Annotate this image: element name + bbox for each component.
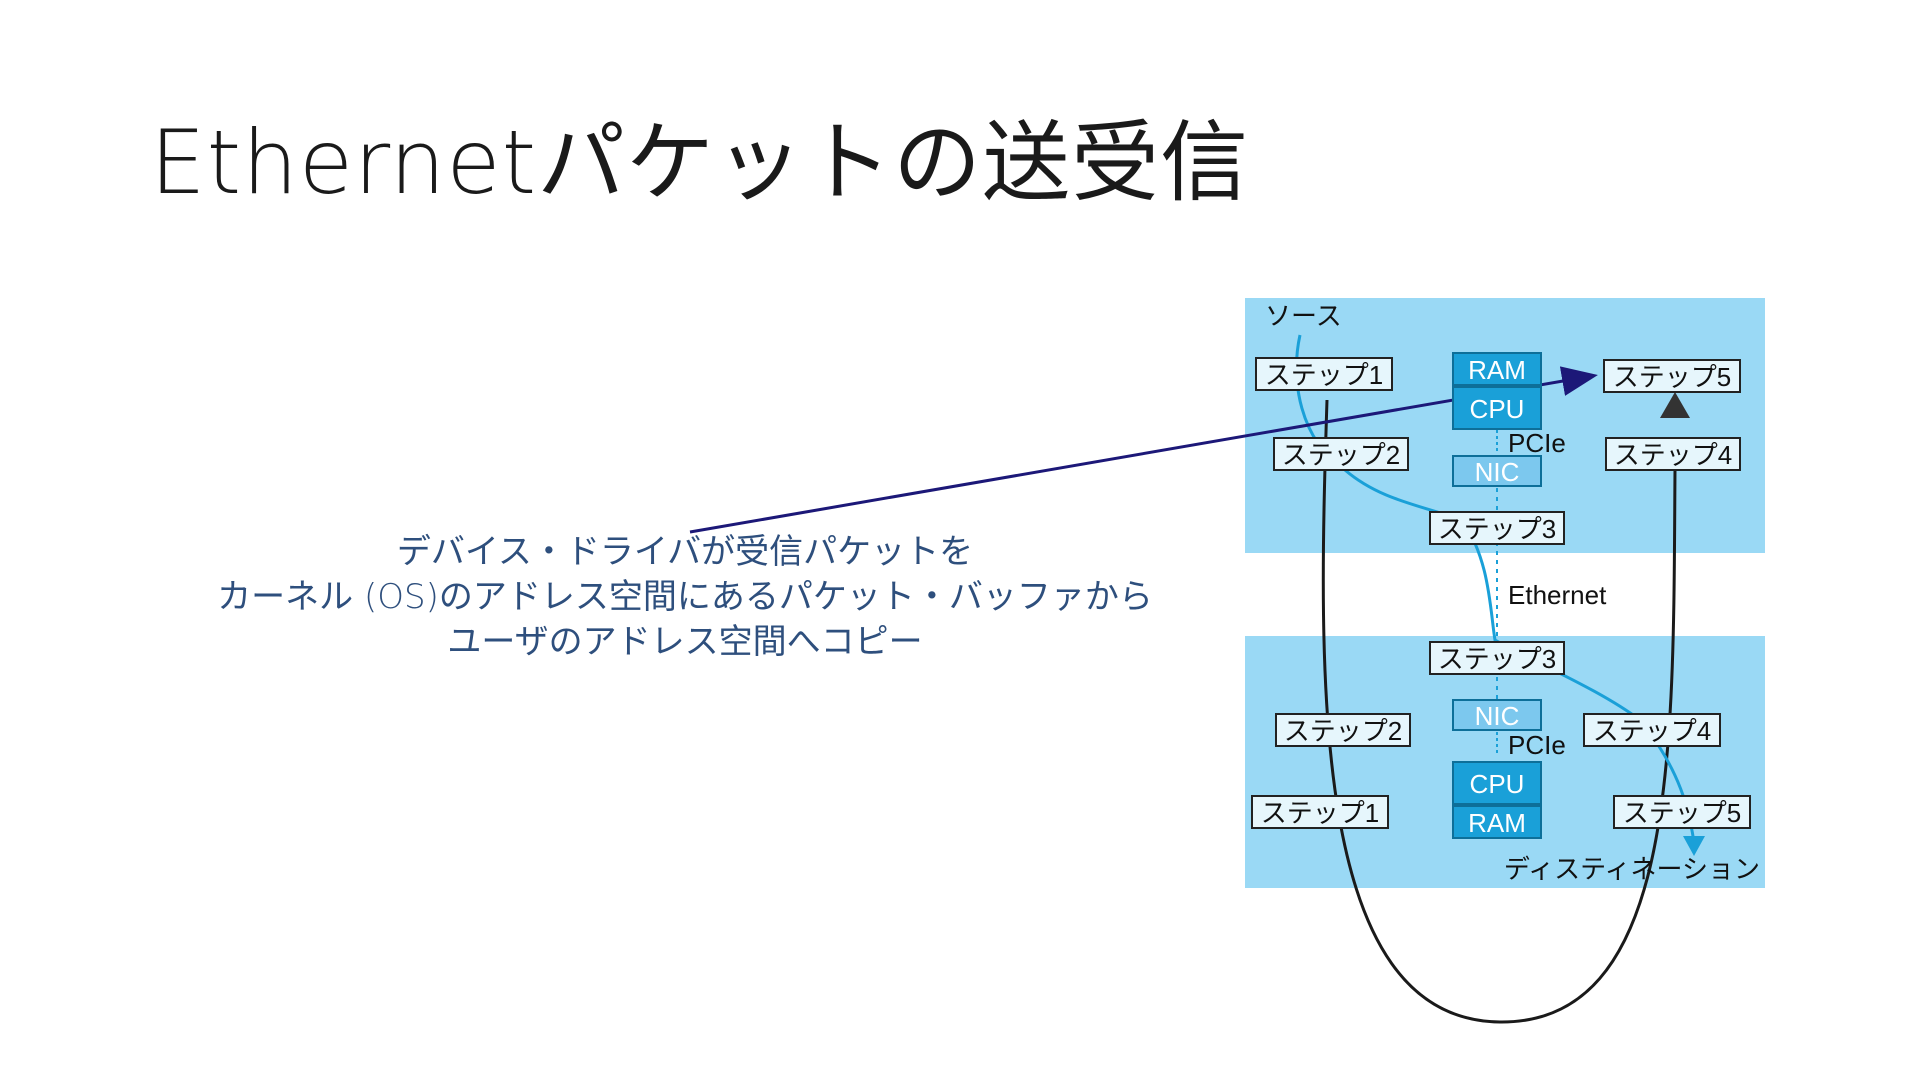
source-step4-label: ステップ4 bbox=[1614, 440, 1732, 470]
source-pcie-label: PCIe bbox=[1508, 428, 1566, 458]
source-step4-box bbox=[1605, 437, 1741, 471]
callout-line-2: カーネル (OS)のアドレス空間にあるパケット・バッファから bbox=[217, 577, 1153, 617]
flow-arrowhead bbox=[1683, 836, 1705, 856]
callout-line-1: デバイス・ドライバが受信パケットを bbox=[396, 532, 974, 572]
destination-step3-label: ステップ3 bbox=[1438, 644, 1556, 674]
destination-step5-box bbox=[1613, 795, 1751, 829]
source-step5-box bbox=[1603, 359, 1741, 393]
destination-cpu-label: CPU bbox=[1470, 769, 1525, 799]
source-step2-label: ステップ2 bbox=[1282, 440, 1400, 470]
source-step3-label: ステップ3 bbox=[1438, 514, 1556, 544]
source-step3-box bbox=[1429, 511, 1565, 545]
source-ram-label: RAM bbox=[1468, 355, 1526, 385]
ethernet-label: Ethernet bbox=[1508, 580, 1607, 610]
callout-text: デバイス・ドライバが受信パケットを カーネル (OS)のアドレス空間にあるパケッ… bbox=[150, 530, 1220, 665]
source-ram-box bbox=[1452, 352, 1542, 386]
destination-ram-box bbox=[1452, 805, 1542, 839]
source-step1-label: ステップ1 bbox=[1265, 360, 1383, 390]
source-nic-label: NIC bbox=[1475, 457, 1520, 487]
source-nic-box bbox=[1452, 455, 1542, 487]
destination-cpu-box bbox=[1452, 761, 1542, 805]
destination-step4-label: ステップ4 bbox=[1593, 716, 1711, 746]
destination-step2-box bbox=[1275, 713, 1411, 747]
source-step1-box bbox=[1255, 357, 1393, 391]
loop-arrowhead bbox=[1660, 392, 1690, 418]
callout-line-3: ユーザのアドレス空間へコピー bbox=[447, 622, 923, 662]
source-step5-label: ステップ5 bbox=[1613, 362, 1731, 392]
destination-pcie-label: PCIe bbox=[1508, 730, 1566, 760]
destination-label: ディスティネーション bbox=[1504, 854, 1760, 884]
destination-step4-box bbox=[1583, 713, 1721, 747]
source-cpu-label: CPU bbox=[1470, 394, 1525, 424]
destination-ram-label: RAM bbox=[1468, 808, 1526, 838]
destination-nic-box bbox=[1452, 699, 1542, 731]
source-step2-box bbox=[1273, 437, 1409, 471]
slide-title: Ethernetパケットの送受信 bbox=[150, 111, 1250, 214]
destination-nic-label: NIC bbox=[1475, 701, 1520, 731]
destination-step1-label: ステップ1 bbox=[1261, 798, 1379, 828]
source-label: ソース bbox=[1265, 301, 1342, 331]
destination-step3-box bbox=[1429, 641, 1565, 675]
destination-step5-label: ステップ5 bbox=[1623, 798, 1741, 828]
destination-step1-box bbox=[1251, 795, 1389, 829]
destination-step2-label: ステップ2 bbox=[1284, 716, 1402, 746]
callout-arrow bbox=[689, 366, 1598, 534]
source-cpu-box bbox=[1452, 386, 1542, 430]
